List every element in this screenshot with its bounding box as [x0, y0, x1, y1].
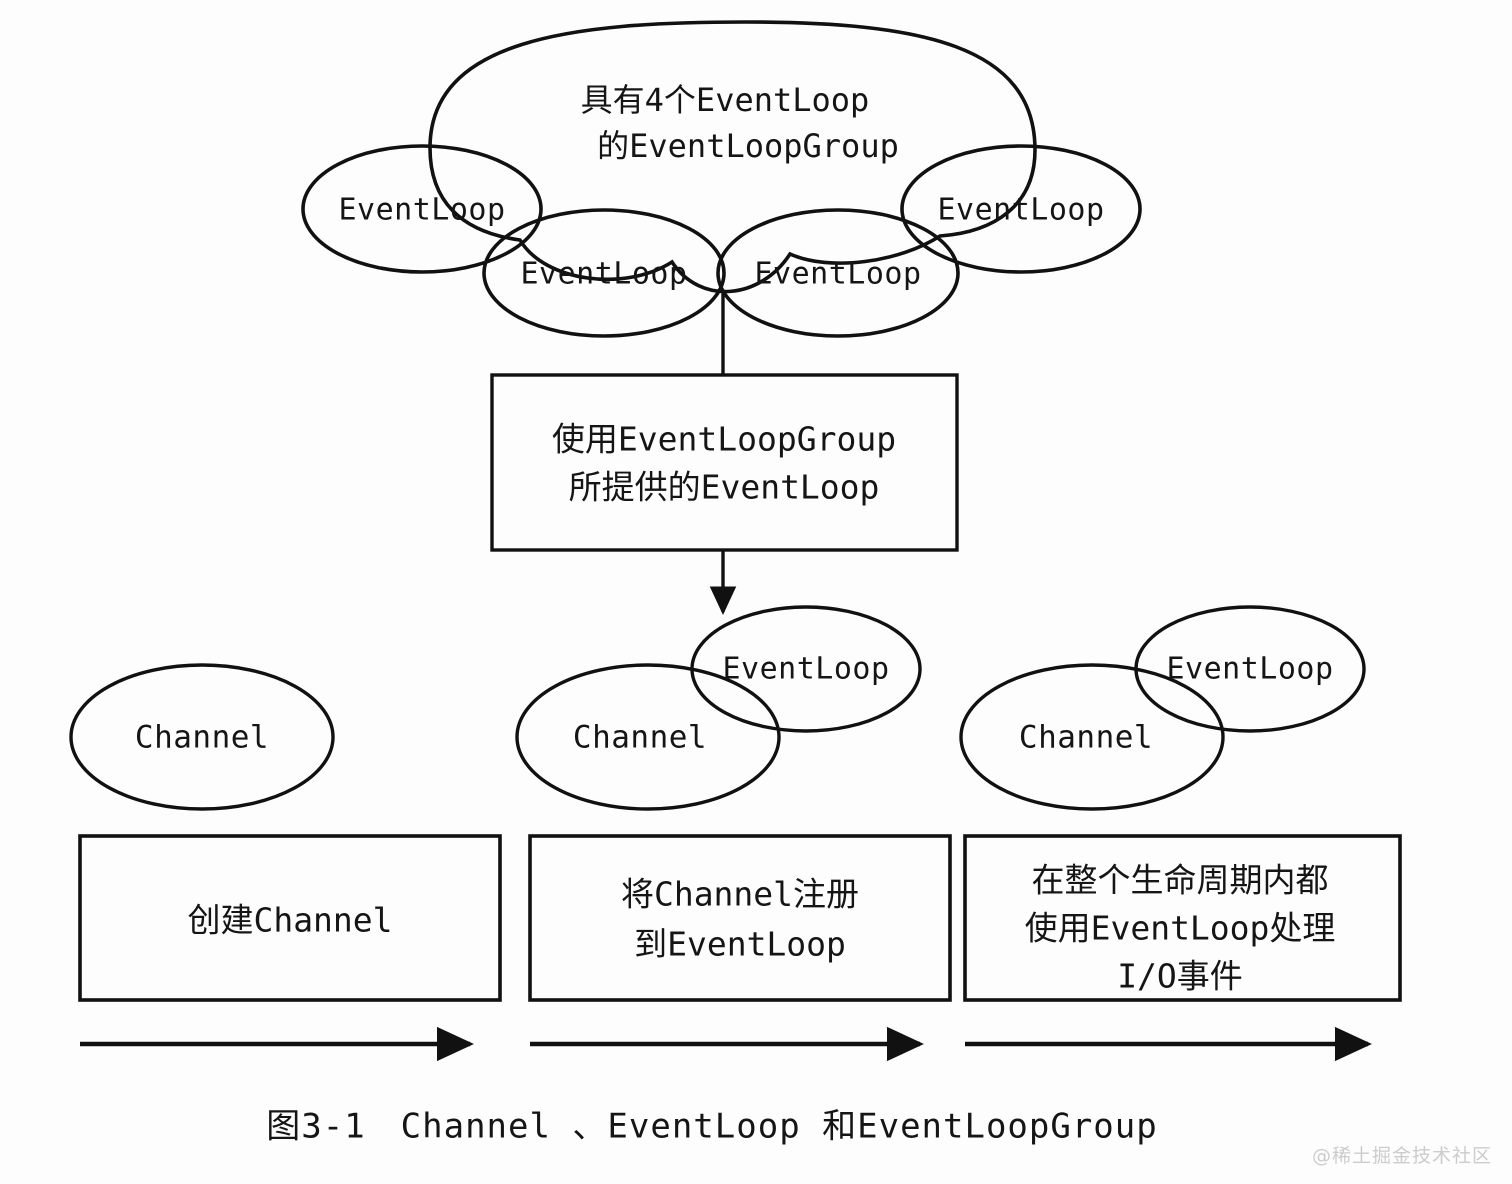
use-eventloop-box-line1: 使用EventLoopGroup [552, 420, 896, 459]
figure-caption: 图3-1 Channel 、EventLoop 和EventLoopGroup [266, 1107, 1157, 1147]
stage-handle-io: EventLoop Channel 在整个生命周期内都 使用EventLoop处… [959, 605, 1402, 1062]
cloud-event-loop-2: EventLoop [482, 208, 726, 338]
channel-ellipse [959, 663, 1225, 811]
stage-box-line1: 将Channel注册 [621, 875, 859, 914]
channel-ellipse [515, 663, 781, 811]
cloud-outline [428, 20, 1037, 294]
event-loop-label: EventLoop [520, 257, 687, 292]
stage-box-line1: 创建Channel [187, 901, 392, 940]
stage-create-channel: Channel 创建Channel [69, 663, 502, 1062]
stage-box-rect [528, 834, 952, 1002]
stage-register-channel: EventLoop Channel 将Channel注册 到EventLoop [515, 605, 952, 1062]
cloud-label-line2: 的EventLoopGroup [597, 127, 899, 165]
cloud-event-loop-3: EventLoop [716, 208, 960, 338]
channel-ellipse [69, 663, 335, 811]
site-watermark: @稀土掘金技术社区 [1311, 1145, 1492, 1167]
stage-box-line3: I/O事件 [1117, 957, 1243, 996]
cloud-event-loop-1: EventLoop [301, 144, 543, 274]
event-loop-ellipse [900, 144, 1142, 274]
use-eventloop-box-rect [490, 373, 959, 552]
event-loop-ellipse [716, 208, 960, 338]
event-loop-label: EventLoop [722, 652, 889, 687]
event-loop-ellipse [1134, 605, 1366, 733]
channel-label: Channel [135, 720, 269, 756]
use-eventloop-box: 使用EventLoopGroup 所提供的EventLoop [490, 373, 959, 552]
channel-label: Channel [573, 720, 707, 756]
event-loop-label: EventLoop [754, 257, 921, 292]
event-loop-label: EventLoop [1166, 652, 1333, 687]
event-loop-ellipse [301, 144, 543, 274]
stage-box-line2: 到EventLoop [634, 925, 846, 964]
stage-box-line1: 在整个生命周期内都 [1032, 861, 1329, 900]
event-loop-label: EventLoop [937, 193, 1104, 228]
stage-box-rect [78, 834, 502, 1002]
event-loop-ellipse [690, 605, 922, 733]
event-loop-ellipse [482, 208, 726, 338]
cloud-event-loop-4: EventLoop [900, 144, 1142, 274]
stage-box-line2: 使用EventLoop处理 [1025, 909, 1336, 948]
stage-box-rect [963, 834, 1402, 1002]
channel-label: Channel [1019, 720, 1153, 756]
use-eventloop-box-line2: 所提供的EventLoop [569, 468, 880, 507]
event-loop-label: EventLoop [338, 193, 505, 228]
event-loop-group-cloud: 具有4个EventLoop 的EventLoopGroup EventLoop … [301, 20, 1142, 338]
cloud-label-line1: 具有4个EventLoop [581, 81, 870, 119]
